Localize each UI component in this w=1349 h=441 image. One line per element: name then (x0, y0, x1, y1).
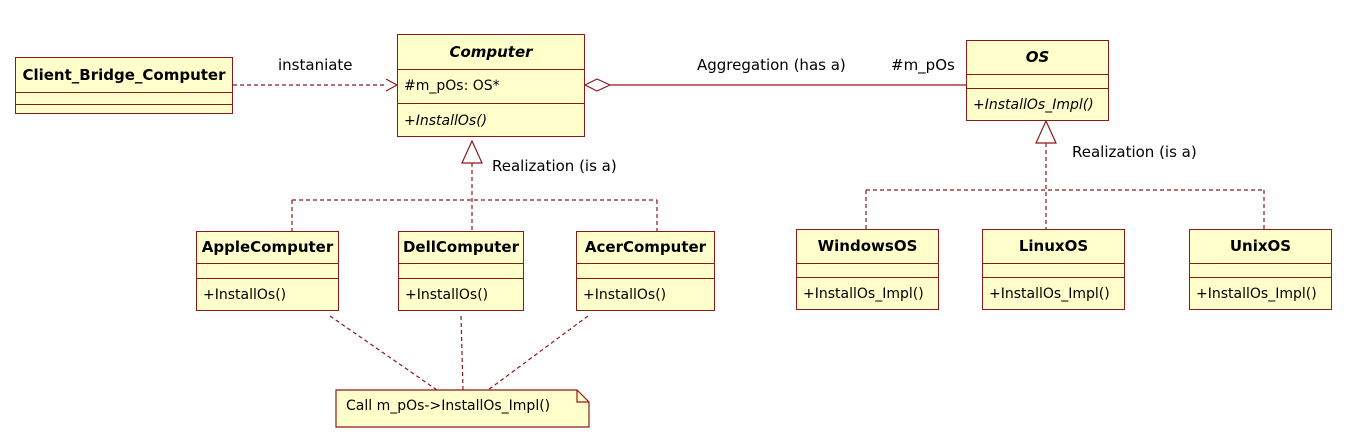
class-name: Client_Bridge_Computer (16, 58, 232, 93)
operations-section (16, 105, 232, 115)
attribute: #m_pOs: OS* (398, 70, 584, 104)
operation: +InstallOs_Impl() (1196, 286, 1317, 302)
attributes-section (1190, 264, 1331, 278)
class-linux-os[interactable]: LinuxOS +InstallOs_Impl() (982, 229, 1125, 310)
class-name: UnixOS (1190, 230, 1331, 264)
note-link-dell (460, 315, 464, 391)
label-instantiate: instaniate (278, 56, 353, 74)
operation: +InstallOs() (203, 287, 287, 303)
label-realization-right: Realization (is a) (1072, 143, 1197, 161)
class-apple-computer[interactable]: AppleComputer +InstallOs() (196, 231, 339, 311)
class-computer[interactable]: Computer #m_pOs: OS* +InstallOs() (397, 34, 585, 137)
attributes-section (967, 75, 1108, 89)
class-windows-os[interactable]: WindowsOS +InstallOs_Impl() (796, 229, 939, 310)
class-unix-os[interactable]: UnixOS +InstallOs_Impl() (1189, 229, 1332, 310)
attributes-section (16, 93, 232, 105)
attributes-section (983, 264, 1124, 278)
operation: +InstallOs_Impl() (989, 286, 1110, 302)
label-aggregation: Aggregation (has a) (697, 56, 846, 74)
note-fold (576, 390, 589, 403)
note-text: Call m_pOs->InstallOs_Impl() (346, 398, 551, 414)
class-name: LinuxOS (983, 230, 1124, 264)
class-name: OS (967, 41, 1108, 75)
dependency-arrowhead (385, 78, 399, 92)
operation: +InstallOs() (583, 287, 667, 303)
attributes-section (197, 264, 338, 279)
note-shape (335, 389, 590, 428)
label-realization-left: Realization (is a) (492, 157, 617, 175)
operation: +InstallOs_Impl() (973, 97, 1094, 113)
class-os[interactable]: OS +InstallOs_Impl() (966, 40, 1109, 121)
class-dell-computer[interactable]: DellComputer +InstallOs() (398, 231, 524, 311)
class-acer-computer[interactable]: AcerComputer +InstallOs() (576, 231, 715, 311)
attributes-section (797, 264, 938, 278)
aggregation-diamond (583, 78, 612, 92)
operation: +InstallOs() (405, 287, 489, 303)
label-role: #m_pOs (891, 56, 955, 74)
realization-triangle-left (461, 139, 483, 164)
class-name: DellComputer (399, 232, 523, 264)
class-name: AppleComputer (197, 232, 338, 264)
attributes-section (577, 264, 714, 279)
operation: +InstallOs() (404, 113, 488, 129)
class-name: Computer (398, 35, 584, 70)
class-client-bridge-computer[interactable]: Client_Bridge_Computer (15, 57, 233, 114)
note-link-acer (487, 315, 589, 391)
attributes-section (399, 264, 523, 279)
operation: +InstallOs_Impl() (803, 286, 924, 302)
class-name: WindowsOS (797, 230, 938, 264)
class-name: AcerComputer (577, 232, 714, 264)
realization-triangle-right (1035, 119, 1057, 144)
note-link-apple (329, 315, 438, 391)
